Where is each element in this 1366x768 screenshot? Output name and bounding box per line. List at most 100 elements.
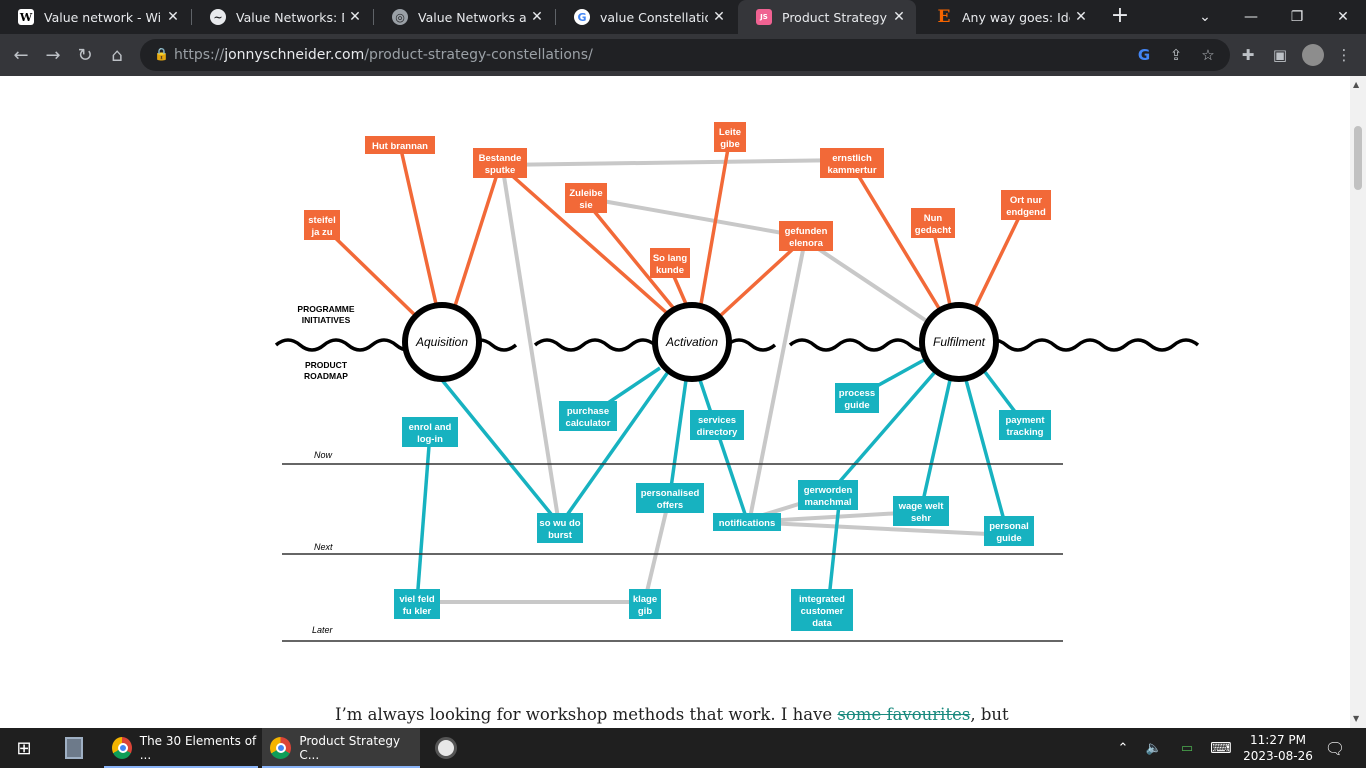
- network-status-icon[interactable]: ▭: [1180, 740, 1194, 756]
- side-panel-icon[interactable]: ▣: [1272, 46, 1288, 64]
- node-box: [798, 480, 858, 510]
- share-icon[interactable]: ⇪: [1169, 46, 1183, 64]
- address-bar[interactable]: 🔒 https://jonnyschneider.com/product-str…: [140, 39, 1330, 71]
- windows-start-icon[interactable]: ⊞: [16, 737, 32, 759]
- tab-value-network-wikipedia[interactable]: W Value network - Wikip ✕: [0, 0, 190, 34]
- node-label: burst: [548, 530, 573, 541]
- node-label: process: [839, 388, 875, 399]
- node-box: [559, 401, 617, 431]
- favourites-link[interactable]: some favourites: [837, 705, 971, 724]
- tab-value-constellations-google[interactable]: G value Constellations - ✕: [556, 0, 736, 34]
- close-window-button[interactable]: ✕: [1337, 9, 1349, 25]
- node-box: [473, 148, 527, 178]
- node-box: [537, 513, 583, 543]
- link-line: [748, 239, 807, 519]
- node-label: wage welt: [898, 501, 945, 512]
- tab-strip: W Value network - Wikip ✕ ~ Value Networ…: [0, 0, 1366, 34]
- link-line: [398, 144, 438, 305]
- node-label: gerworden: [804, 485, 853, 496]
- windows-taskbar: ⊞ The 30 Elements of ... Product Strateg…: [0, 728, 1366, 768]
- tab-title: Value Networks: Defin: [236, 9, 344, 25]
- node-label: gibe: [720, 139, 740, 150]
- scrollbar-thumb[interactable]: [1354, 126, 1362, 190]
- node-label: kunde: [656, 265, 684, 276]
- forward-button[interactable]: →: [45, 44, 61, 66]
- home-button[interactable]: ⌂: [111, 44, 123, 66]
- profile-avatar[interactable]: [1302, 44, 1324, 66]
- menu-kebab-icon[interactable]: ⋮: [1336, 46, 1352, 64]
- url-text[interactable]: https://jonnyschneider.com/product-strat…: [174, 47, 593, 63]
- node-label: integrated: [799, 594, 845, 605]
- link-line: [501, 169, 560, 519]
- bookmark-star-icon[interactable]: ☆: [1201, 46, 1215, 64]
- scroll-up-icon[interactable]: ▲: [1353, 80, 1360, 89]
- tab-title: Value network - Wikip: [44, 9, 162, 25]
- node-box: [835, 383, 879, 413]
- system-clock[interactable]: 11:27 PM 2023-08-26: [1240, 732, 1316, 764]
- node-label: tracking: [1007, 427, 1044, 438]
- node-label: gib: [638, 606, 652, 617]
- touch-keyboard-icon[interactable]: ⌨: [1210, 739, 1232, 757]
- node-label: guide: [996, 533, 1021, 544]
- google-lens-icon[interactable]: G: [1137, 46, 1151, 64]
- lane-label-programme: PROGRAMME: [297, 304, 354, 314]
- node-label: kammertur: [827, 165, 876, 176]
- clock-app-icon[interactable]: [424, 728, 468, 768]
- lock-icon[interactable]: 🔒: [154, 47, 169, 61]
- node-box: [304, 210, 340, 240]
- tab-close-icon[interactable]: ✕: [713, 9, 725, 25]
- taskbar-app-product-strategy[interactable]: Product Strategy C...: [262, 728, 420, 768]
- show-hidden-icons-chevron-icon[interactable]: ⌃: [1117, 740, 1129, 756]
- node-box: [820, 148, 884, 178]
- node-label: calculator: [566, 418, 611, 429]
- orange-links: [320, 136, 1027, 322]
- notification-center-icon[interactable]: 🗨: [1324, 738, 1346, 758]
- scroll-down-icon[interactable]: ▼: [1353, 714, 1360, 723]
- restore-button[interactable]: ❐: [1290, 9, 1304, 25]
- tab-value-networks-and-w[interactable]: ◎ Value Networks and W ✕: [374, 0, 554, 34]
- node-box: [650, 248, 690, 278]
- tab-product-strategy-constellations[interactable]: JS Product Strategy Cons ✕: [738, 0, 916, 34]
- node-box: [713, 513, 781, 531]
- volume-icon[interactable]: 🔈: [1145, 740, 1163, 756]
- chrome-icon: [270, 737, 292, 759]
- tab-divider: [191, 9, 192, 25]
- back-button[interactable]: ←: [13, 44, 29, 66]
- node-label: guide: [844, 400, 869, 411]
- calculator-app-icon[interactable]: [52, 728, 96, 768]
- new-tab-button[interactable]: +: [1110, 3, 1130, 28]
- tab-any-way-goes[interactable]: E Any way goes: Identify ✕: [918, 0, 1098, 34]
- link-line: [320, 223, 422, 322]
- minimize-button[interactable]: —: [1244, 9, 1258, 25]
- link-line: [440, 378, 562, 527]
- tab-search-chevron-icon[interactable]: ⌄: [1199, 9, 1211, 25]
- node-label: So lang: [653, 253, 688, 264]
- reload-button[interactable]: ↻: [77, 44, 93, 66]
- node-label: gedacht: [915, 225, 952, 236]
- page-scrollbar[interactable]: ▲ ▼: [1350, 76, 1366, 728]
- tab-value-networks-definition[interactable]: ~ Value Networks: Defin ✕: [192, 0, 372, 34]
- body-paragraph: I’m always looking for workshop methods …: [335, 705, 1009, 724]
- node-label: Hut brannan: [372, 141, 428, 152]
- tab-close-icon[interactable]: ✕: [531, 9, 543, 25]
- taskbar-app-the-30-elements[interactable]: The 30 Elements of ...: [104, 728, 258, 768]
- tab-close-icon[interactable]: ✕: [167, 9, 179, 25]
- extensions-puzzle-icon[interactable]: ✚: [1241, 46, 1255, 64]
- node-label: elenora: [789, 238, 824, 249]
- tab-close-icon[interactable]: ✕: [893, 9, 905, 25]
- node-label: personalised: [641, 488, 700, 499]
- node-label: Bestande: [479, 153, 522, 164]
- address-bar-field[interactable]: [140, 39, 1230, 71]
- tab-close-icon[interactable]: ✕: [349, 9, 361, 25]
- hub-label: Activation: [665, 335, 718, 349]
- tab-close-icon[interactable]: ✕: [1075, 9, 1087, 25]
- page-content: Now Next Later PROGRAMME INITIATIVES PRO…: [0, 76, 1366, 728]
- js-logo-icon: JS: [756, 9, 772, 25]
